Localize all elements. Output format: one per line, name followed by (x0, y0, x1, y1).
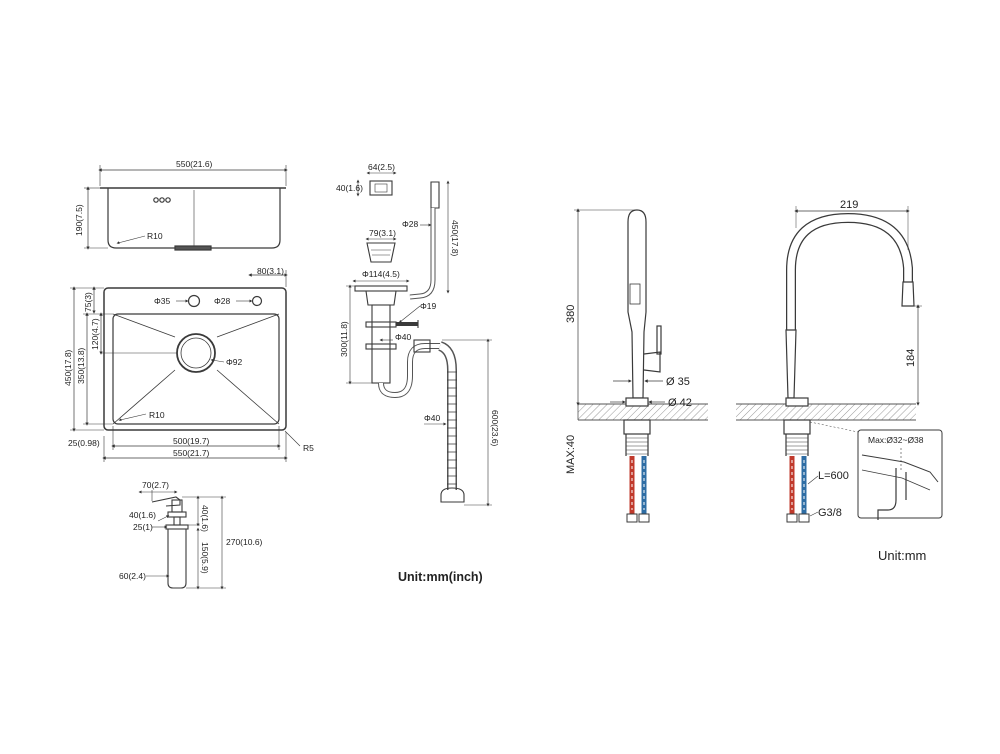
outer-depth-label: 450(17.8) (63, 349, 73, 386)
drain-kit (346, 171, 492, 507)
outer-width-label: 550(21.7) (173, 448, 210, 458)
inner-depth-label: 350(13.8) (76, 347, 86, 384)
base-dia-label: Ø 42 (668, 397, 692, 409)
hose-length-label: 450(17.8) (450, 220, 460, 257)
trap-dia-label: Φ40 (395, 332, 412, 342)
sink-front-view (84, 165, 288, 251)
hole-right-label: Φ28 (214, 296, 231, 306)
neck-label: 25(1) (133, 522, 153, 532)
faucet-front-view (736, 206, 943, 523)
rim-label: 25(0.98) (68, 438, 100, 448)
inner-width-label: 500(19.7) (173, 436, 210, 446)
hole-offset-label: 80(3.1) (257, 266, 284, 276)
top-margin-label: 75(3) (83, 292, 93, 312)
drain-dia-label: Φ92 (226, 357, 243, 367)
spout-height-label: 184 (905, 349, 917, 367)
trap-height-label: 300(11.8) (339, 321, 349, 357)
soap-dispenser (138, 490, 226, 590)
front-radius-label: R10 (147, 231, 163, 241)
outer-corner-label: R5 (303, 443, 314, 453)
drain-length-label: 600(23.6) (490, 410, 500, 447)
overflow-height-label: 40(1.6) (336, 183, 363, 193)
front-height-label: 190(7.5) (74, 204, 84, 236)
faucet-side-view (574, 208, 708, 523)
top-len-label: 40(1.6) (200, 505, 210, 532)
faucet-unit-label: Unit:mm (878, 548, 926, 563)
basket-height-label: 79(3.1) (369, 228, 396, 238)
sink-top-view (70, 270, 301, 462)
thread-label: G3/8 (818, 507, 842, 519)
spout-label: 70(2.7) (142, 480, 169, 490)
hole-left-label: Φ35 (154, 296, 171, 306)
outlet-dia-label: Φ40 (424, 413, 441, 423)
front-width-label: 550(21.6) (176, 159, 213, 169)
drain-offset-label: 120(4.7) (90, 318, 100, 350)
head-dia-label: 40(1.6) (129, 510, 156, 520)
bottle-len-label: 150(5.9) (200, 542, 210, 574)
basket-dia-label: Φ114(4.5) (362, 269, 400, 279)
body-dia-label: Ø 35 (666, 376, 690, 388)
hose-length-label-front: L=600 (818, 470, 849, 482)
tail-dia-label: Φ19 (420, 301, 437, 311)
inner-corner-label: R10 (149, 410, 165, 420)
total-height-label: 270(10.6) (226, 537, 263, 547)
pipe-dia-label: Φ28 (402, 219, 419, 229)
detail-inset (857, 429, 943, 520)
drain-unit-label: Unit:mm(inch) (398, 570, 483, 584)
reach-label: 219 (840, 199, 858, 211)
max-deck-label: MAX:40 (565, 435, 577, 474)
faucet-height-label: 380 (565, 305, 577, 323)
hole-range-label: Max:Ø32~Ø38 (868, 435, 924, 445)
bottle-dia-label: 60(2.4) (119, 571, 146, 581)
overflow-width-label: 64(2.5) (368, 162, 395, 172)
